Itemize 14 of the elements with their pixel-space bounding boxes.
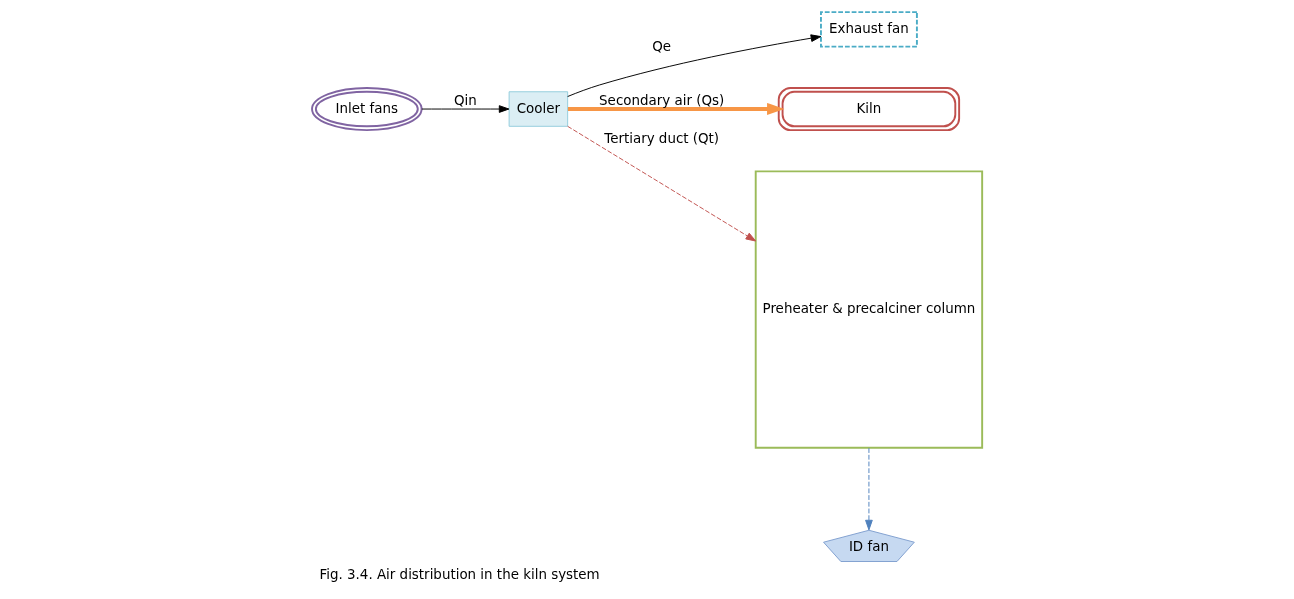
edge-label: Qe: [652, 38, 672, 54]
arrow: [865, 447, 873, 531]
edge-label: Qin: [454, 93, 477, 109]
node-box: Cooler: [508, 91, 569, 127]
node-box: Preheater & precalciner column: [754, 170, 984, 449]
caption: Fig. 3.4. Air distribution in the kiln system: [319, 567, 600, 583]
edge-label: Tertiary duct (Qt): [604, 130, 720, 146]
node-box: Kiln: [777, 86, 961, 132]
arrow: [567, 102, 785, 116]
node-box: Exhaust fan: [820, 11, 918, 48]
arrow: [567, 125, 757, 242]
arrow: [421, 105, 510, 113]
arrow: [567, 34, 822, 97]
edge-label: Secondary air (Qs): [599, 93, 725, 109]
